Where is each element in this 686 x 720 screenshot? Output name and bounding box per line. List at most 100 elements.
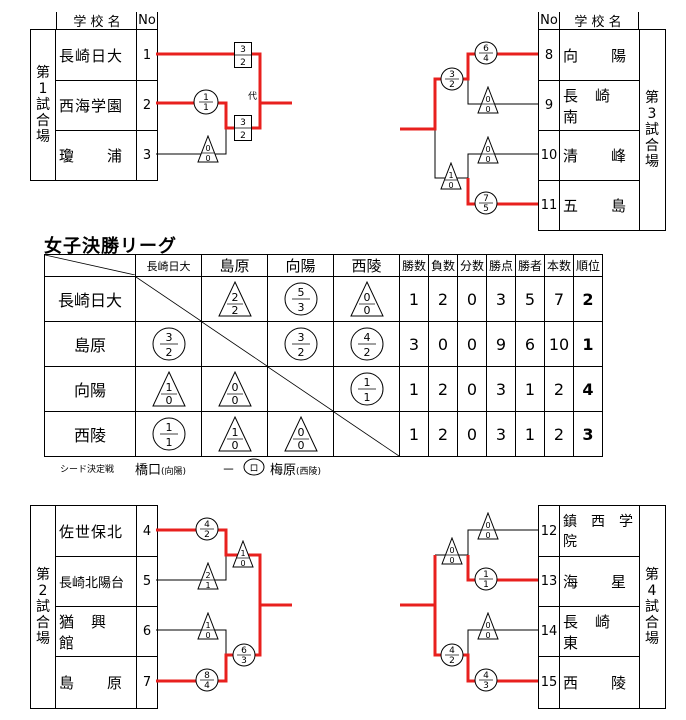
score-circle: 6 4 xyxy=(474,41,498,65)
svg-text:0: 0 xyxy=(363,304,370,317)
svg-text:1: 1 xyxy=(165,381,172,394)
svg-text:1: 1 xyxy=(448,171,453,180)
svg-text:2: 2 xyxy=(231,304,238,317)
score-box: 3 2 xyxy=(234,115,252,141)
team-no: 5 xyxy=(142,574,152,589)
team-no: 14 xyxy=(540,624,558,639)
svg-text:3: 3 xyxy=(165,331,172,344)
self-cell xyxy=(267,366,334,412)
stat-value: 1 xyxy=(573,321,603,367)
svg-text:0: 0 xyxy=(485,631,490,640)
col-header: 向陽 xyxy=(267,254,334,277)
score-triangle: 1 0 xyxy=(232,540,254,568)
stat-value: 1 xyxy=(399,276,429,322)
team-no: 2 xyxy=(142,98,152,113)
stat-value: 2 xyxy=(428,366,458,412)
svg-text:0: 0 xyxy=(231,381,238,394)
team-name: 長崎北陽台 xyxy=(59,576,125,591)
score-circle: 6 3 xyxy=(232,643,256,667)
svg-text:3: 3 xyxy=(483,681,489,691)
svg-text:2: 2 xyxy=(449,656,455,666)
stat-header: 勝点 xyxy=(486,254,516,277)
svg-text:1: 1 xyxy=(203,103,209,113)
seed-player-right: 梅原(西陵) xyxy=(270,463,322,478)
seed-player-left: 橋口(向陽) xyxy=(135,463,187,478)
team-name: 長 崎 東 xyxy=(563,612,628,652)
score-circle: 4 2 xyxy=(440,643,464,667)
team-name: 長崎日大 xyxy=(59,46,124,65)
score-box: 3 2 xyxy=(234,42,252,68)
score-triangle: 1 0 xyxy=(197,612,219,640)
league-title: 女子決勝リーグ xyxy=(44,236,177,257)
svg-text:0: 0 xyxy=(231,439,238,452)
svg-text:4: 4 xyxy=(483,54,489,64)
svg-text:0: 0 xyxy=(231,394,238,407)
svg-text:3: 3 xyxy=(297,301,304,314)
stat-header: 本数 xyxy=(544,254,574,277)
score-circle: 3 2 xyxy=(440,67,464,91)
svg-text:8: 8 xyxy=(204,671,210,681)
svg-text:1: 1 xyxy=(363,376,370,389)
score-circle: 4 2 xyxy=(195,517,219,541)
stat-header: 負数 xyxy=(428,254,458,277)
svg-text:5: 5 xyxy=(483,204,489,214)
svg-text:0: 0 xyxy=(205,144,210,153)
score-triangle: 0 0 xyxy=(197,135,219,163)
score-circle: 1 1 xyxy=(193,89,219,115)
svg-text:0: 0 xyxy=(240,559,245,568)
self-cell xyxy=(333,411,400,457)
svg-text:2: 2 xyxy=(297,346,304,359)
svg-text:0: 0 xyxy=(165,394,172,407)
score-triangle: 0 0 xyxy=(477,136,499,164)
stat-value: 0 xyxy=(457,411,487,457)
row-team-name: 島原 xyxy=(44,321,136,367)
team-no: 9 xyxy=(544,98,554,113)
stat-value: 3 xyxy=(399,321,429,367)
svg-text:0: 0 xyxy=(297,439,304,452)
stat-value: 0 xyxy=(457,366,487,412)
team-name: 佐世保北 xyxy=(59,522,124,541)
stat-value: 0 xyxy=(457,321,487,367)
team-name: 清 峰 xyxy=(563,147,628,165)
team-name: 西 陵 xyxy=(563,674,628,692)
team-no: 4 xyxy=(142,523,152,539)
team-name: 鎮 西 学 院 xyxy=(563,514,647,550)
svg-text:5: 5 xyxy=(297,286,304,299)
substitute-note: 代 xyxy=(248,92,258,102)
team-no: 10 xyxy=(540,148,558,163)
svg-text:4: 4 xyxy=(204,681,210,691)
team-no: 3 xyxy=(142,148,152,163)
svg-text:ロ: ロ xyxy=(249,464,258,474)
score-circle: 1 1 xyxy=(474,567,498,591)
svg-text:0: 0 xyxy=(485,531,490,540)
score-circle: 8 4 xyxy=(195,668,219,692)
svg-text:0: 0 xyxy=(485,105,490,114)
score-circle: 4 3 xyxy=(474,668,498,692)
svg-text:3: 3 xyxy=(297,331,304,344)
svg-text:1: 1 xyxy=(231,426,238,439)
score-circle: 7 5 xyxy=(474,191,498,215)
self-cell xyxy=(201,321,268,367)
svg-text:0: 0 xyxy=(448,181,453,190)
stat-value: 3 xyxy=(486,276,516,322)
team-no: 8 xyxy=(544,47,554,63)
team-no: 1 xyxy=(142,47,152,63)
svg-text:3: 3 xyxy=(449,70,455,80)
self-cell xyxy=(135,276,202,322)
svg-text:7: 7 xyxy=(483,194,489,204)
svg-text:2: 2 xyxy=(204,530,210,540)
svg-text:6: 6 xyxy=(241,646,247,656)
svg-text:1: 1 xyxy=(240,549,245,558)
svg-text:0: 0 xyxy=(485,145,490,154)
